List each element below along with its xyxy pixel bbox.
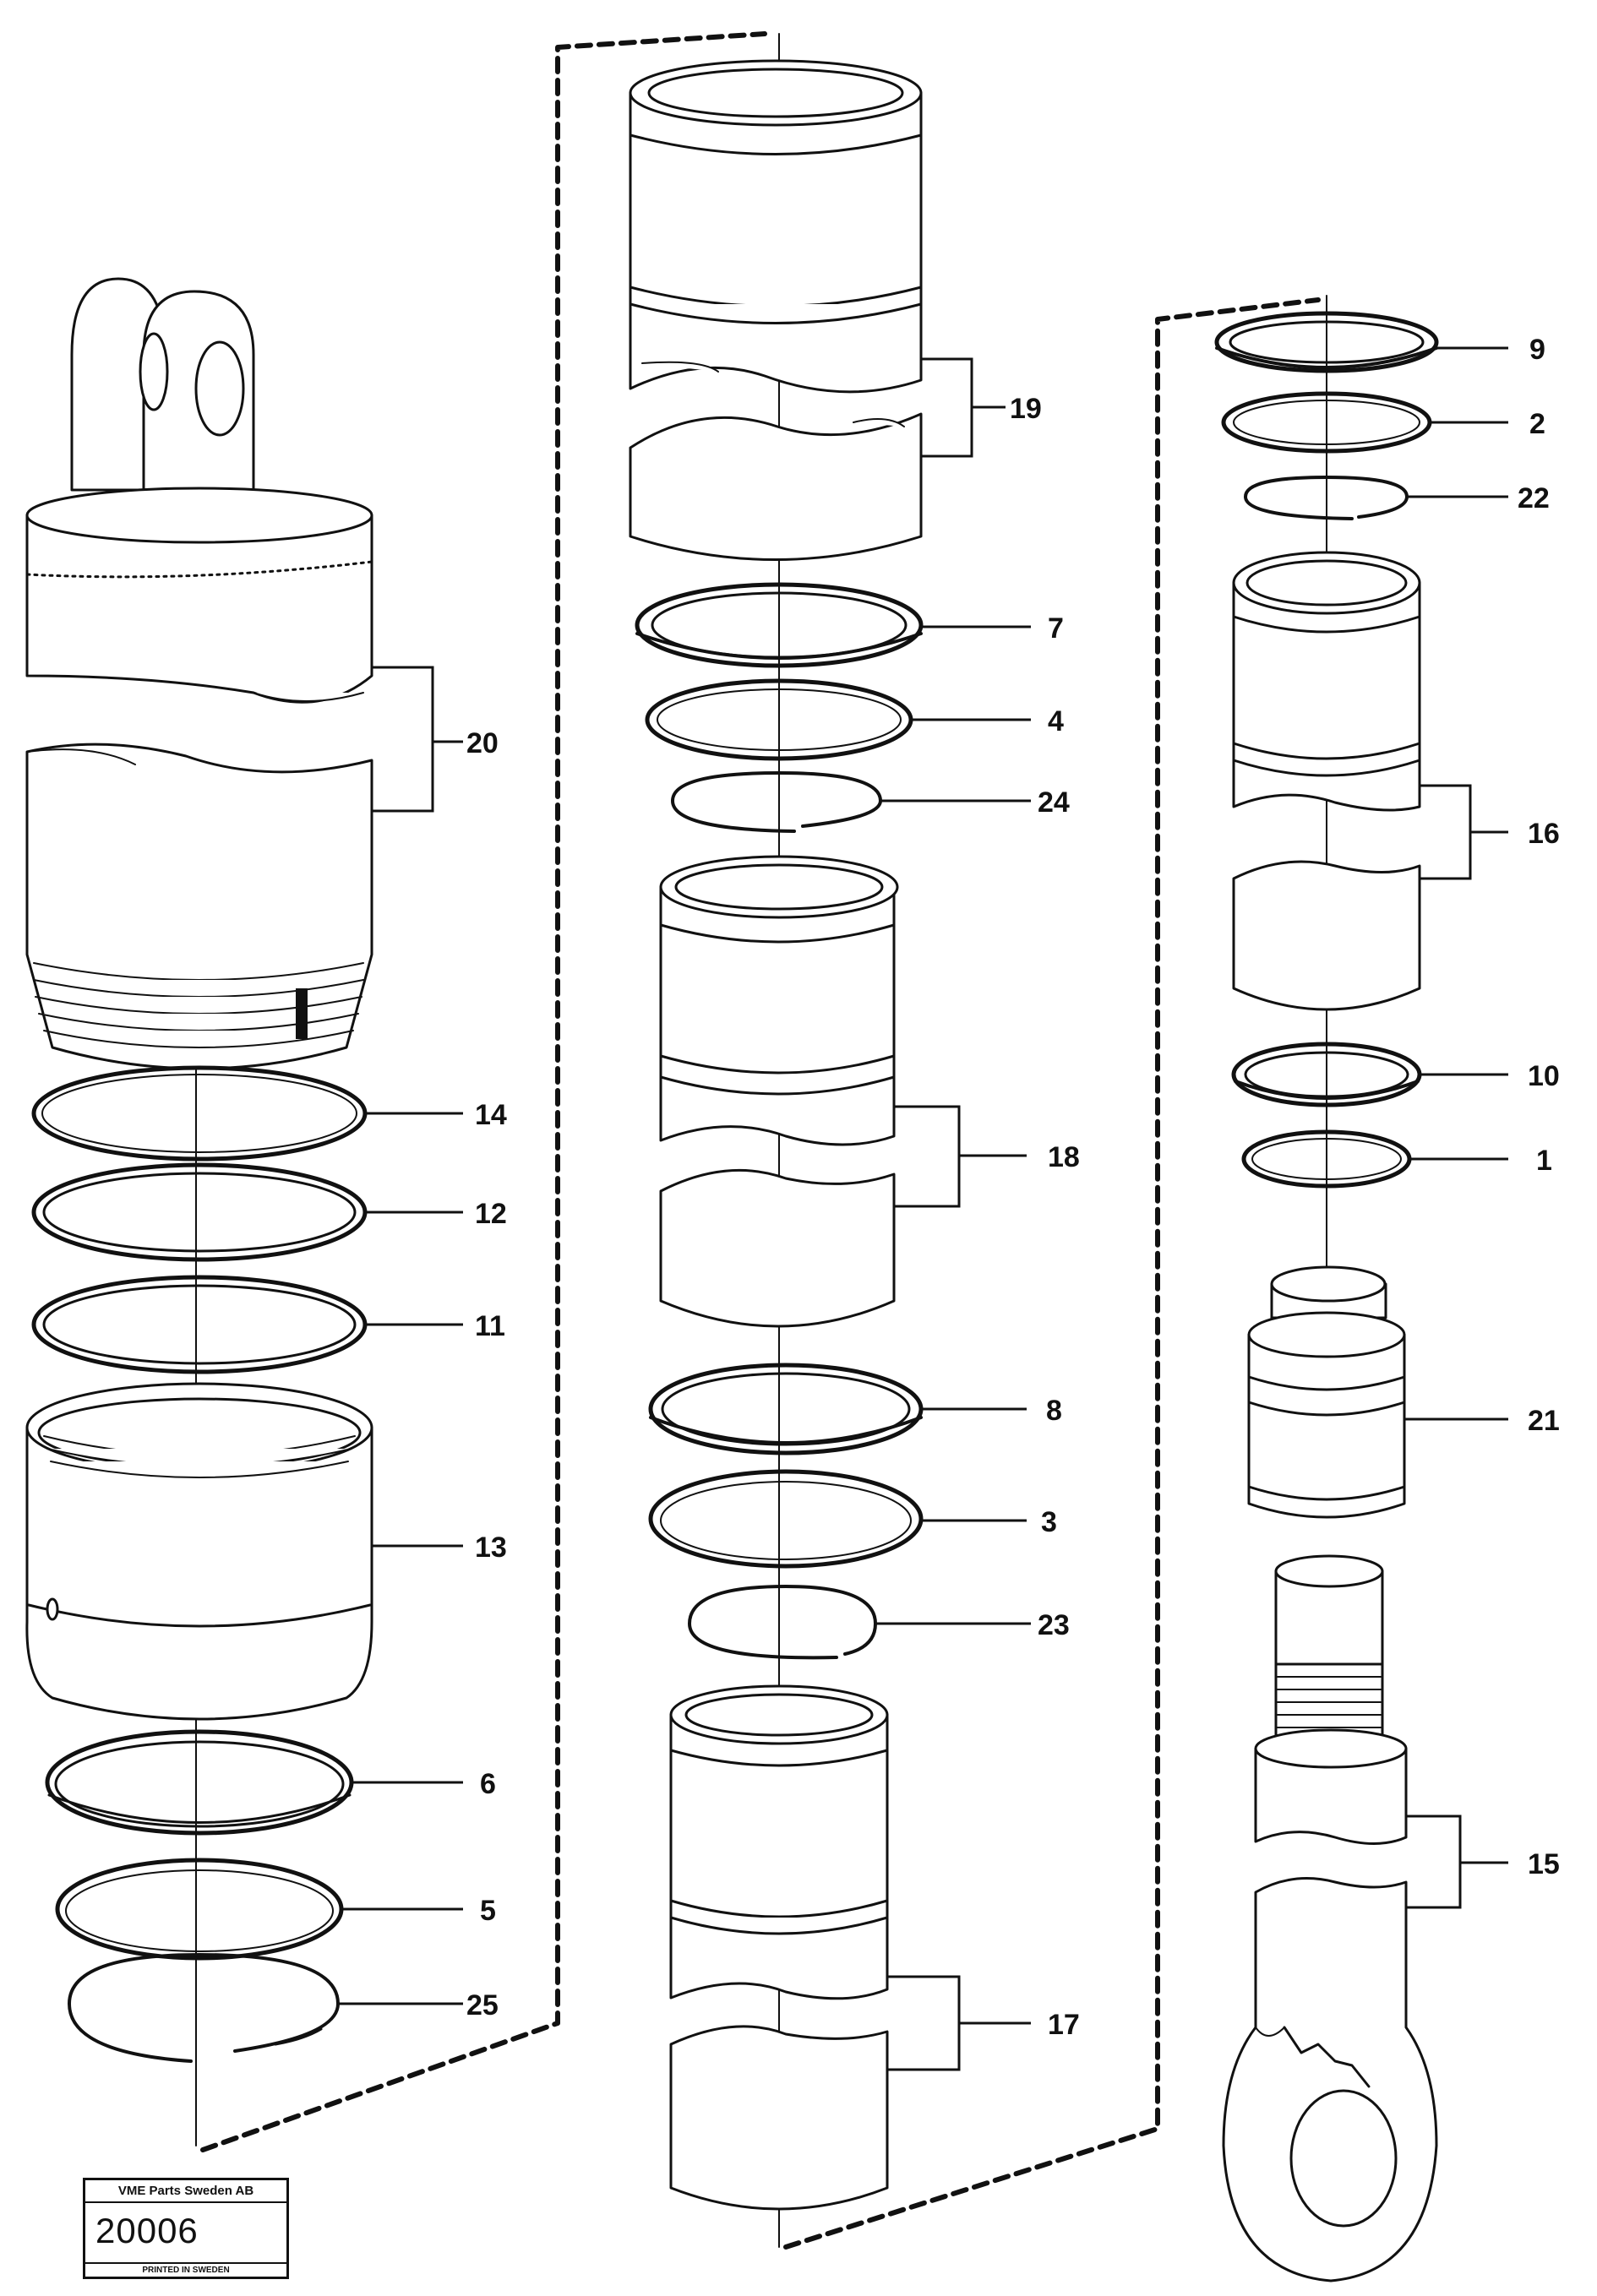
callout-18: 18 <box>1048 1141 1080 1173</box>
part-24-split-ring <box>671 771 882 833</box>
part-8-ring <box>648 1363 924 1455</box>
part-14-ring <box>31 1065 368 1162</box>
publisher-stamp: VME Parts Sweden AB 20006 PRINTED IN SWE… <box>83 2178 289 2279</box>
callout-24: 24 <box>1038 786 1070 819</box>
callout-6: 6 <box>480 1768 496 1800</box>
callout-12: 12 <box>475 1198 507 1230</box>
part-22-split-ring <box>1244 476 1409 520</box>
part-12-ring <box>31 1162 368 1262</box>
callout-21: 21 <box>1528 1405 1560 1437</box>
callout-labels: 20 14 12 11 13 6 5 25 19 7 4 24 18 8 3 2… <box>466 334 1560 2041</box>
callout-14: 14 <box>475 1099 507 1131</box>
leader-lines <box>338 346 1508 2071</box>
part-23-split-ring <box>688 1585 877 1660</box>
part-9-ring <box>1214 311 1439 373</box>
callout-10: 10 <box>1528 1060 1560 1092</box>
part-7-ring <box>635 582 924 668</box>
callout-4: 4 <box>1048 705 1064 737</box>
dashed-connector-right <box>783 297 1321 2250</box>
callout-7: 7 <box>1048 612 1064 645</box>
part-17-lower-sleeve <box>669 1684 889 2211</box>
callout-8: 8 <box>1046 1395 1062 1427</box>
part-13-nut <box>25 1382 373 1721</box>
callout-17: 17 <box>1048 2009 1080 2041</box>
dashed-connector-left <box>200 31 767 2152</box>
callout-11: 11 <box>475 1310 505 1342</box>
callout-20: 20 <box>466 727 499 759</box>
callout-13: 13 <box>475 1532 507 1564</box>
callout-19: 19 <box>1010 393 1042 425</box>
callout-9: 9 <box>1529 334 1545 366</box>
callout-1: 1 <box>1536 1145 1552 1177</box>
part-19-upper-sleeve <box>629 59 923 561</box>
callout-3: 3 <box>1041 1506 1057 1538</box>
callout-22: 22 <box>1518 482 1550 514</box>
part-6-ring <box>45 1729 354 1836</box>
part-25-split-ring <box>68 1953 340 2063</box>
part-5-ring <box>55 1858 344 1961</box>
part-16-sleeve <box>1232 551 1421 1011</box>
part-3-ring <box>648 1469 924 1569</box>
callout-16: 16 <box>1528 818 1560 850</box>
stamp-company: VME Parts Sweden AB <box>85 2184 286 2203</box>
part-18-middle-sleeve <box>659 855 899 1328</box>
callout-23: 23 <box>1038 1609 1070 1641</box>
callout-25: 25 <box>466 1989 499 2021</box>
part-11-ring <box>31 1275 368 1374</box>
part-21-piston <box>1247 1265 1406 1519</box>
callout-15: 15 <box>1528 1848 1560 1880</box>
stamp-printed: PRINTED IN SWEDEN <box>85 2262 286 2277</box>
part-20-clevis-head <box>25 277 373 1070</box>
callout-5: 5 <box>480 1895 496 1927</box>
part-15-piston-rod <box>1222 1554 1438 2282</box>
stamp-number: 20006 <box>95 2211 199 2250</box>
callout-2: 2 <box>1529 408 1545 440</box>
